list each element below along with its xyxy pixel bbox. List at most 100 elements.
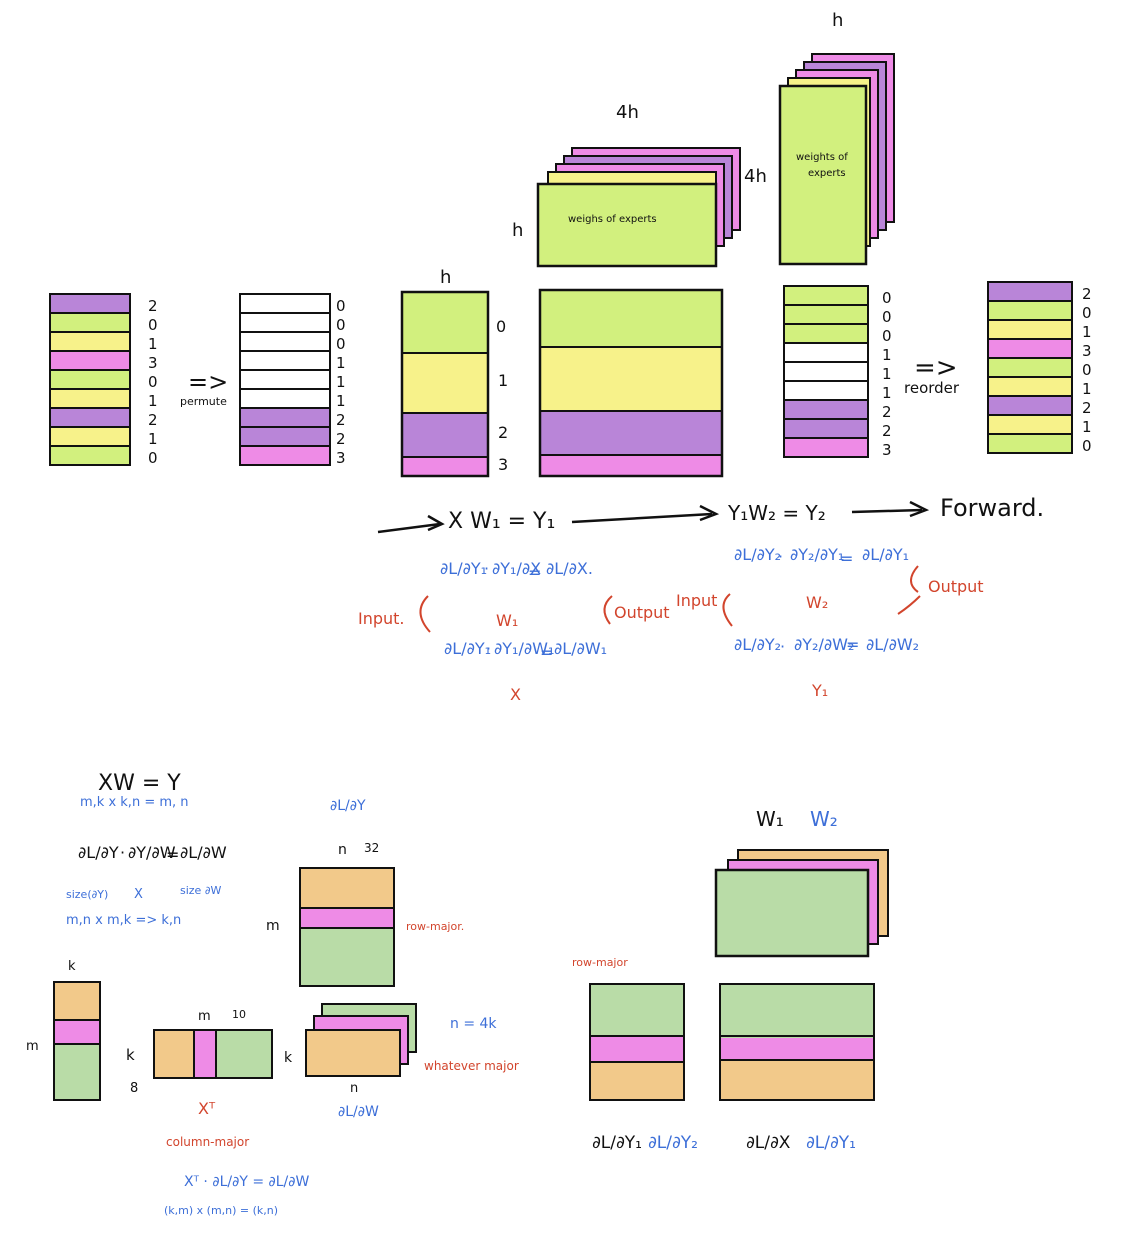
bl-grad-c: ∂L/∂W	[180, 843, 227, 862]
bl-final-dims: (k,m) x (m,n) = (k,n)	[164, 1204, 278, 1217]
token-row	[783, 285, 869, 306]
br-label-3: ∂L/∂X	[746, 1133, 791, 1153]
token-row	[783, 380, 869, 401]
experts-wide-text: weighs of experts	[568, 214, 657, 225]
bl-final-eq: Xᵀ · ∂L/∂Y = ∂L/∂W	[184, 1174, 310, 1190]
bl-grad-b: ∂Y/∂W	[128, 843, 176, 862]
token-index-label: 0	[148, 373, 158, 391]
grad-left-r2a: ∂L/∂Y₁	[444, 639, 491, 658]
bl-k-top: k	[68, 959, 76, 974]
token-row	[987, 319, 1073, 340]
svg-text:·: ·	[778, 547, 783, 566]
token-index-label: 1	[1082, 380, 1092, 398]
bl-s-low: 8	[130, 1081, 138, 1096]
permute-label: permute	[180, 395, 227, 408]
forward-flow	[377, 500, 930, 534]
grad-left-r1c: ∂L/∂X.	[546, 559, 593, 578]
experts-wide-height-label: h	[512, 220, 523, 241]
bl-size-c: size ∂W	[180, 884, 222, 897]
bl-dLdW: ∂L/∂W	[338, 1104, 379, 1120]
grouped-label-0: 0	[496, 317, 506, 336]
token-row	[987, 376, 1073, 397]
token-row	[239, 350, 331, 371]
experts-tall-height-label: 4h	[744, 166, 767, 187]
token-index-label: 1	[882, 346, 892, 364]
token-row	[783, 399, 869, 420]
experts-tall-stack	[778, 53, 895, 266]
grad-right-r1a: ∂L/∂Y₂	[734, 545, 781, 564]
svg-text:=: =	[840, 549, 853, 568]
grouped-label-1: 1	[498, 371, 508, 390]
grouped-h-label: h	[440, 267, 451, 288]
x-column-matrix	[53, 981, 101, 1101]
token-row	[49, 388, 131, 409]
token-index-label: 0	[336, 297, 346, 315]
token-index-label: 0	[882, 327, 892, 345]
token-row	[987, 357, 1073, 378]
experts-tall-text-1: weights of	[796, 152, 848, 163]
grad-left-r2c: ∂L/∂W₁	[554, 639, 607, 658]
token-row	[49, 293, 131, 314]
token-index-label: 0	[1082, 437, 1092, 455]
grad-right-r2u: Y₁	[811, 681, 828, 700]
token-row	[783, 361, 869, 382]
br-right-matrix	[719, 983, 875, 1101]
br-weights-stack	[714, 849, 889, 958]
token-column-input	[49, 293, 131, 466]
svg-text:·: ·	[120, 843, 125, 862]
token-column-reordered	[987, 281, 1073, 454]
group-1-yellow	[402, 354, 488, 412]
svg-text:=: =	[540, 643, 553, 662]
grouped-tokens-block	[400, 290, 490, 478]
grad-right-r1u: W₂	[806, 593, 828, 612]
grouped-label-2: 2	[498, 423, 508, 442]
grad-right-r2a: ∂L/∂Y₂	[734, 635, 781, 654]
token-index-label: 1	[148, 335, 158, 353]
token-row	[783, 437, 869, 458]
bl-n-val: 32	[364, 841, 379, 855]
bl-eq: XW = Y	[98, 771, 181, 796]
bl-dims: m,k x k,n = m, n	[80, 795, 189, 810]
token-index-label: 2	[148, 411, 158, 429]
token-row	[239, 426, 331, 447]
bl-whatever-major: whatever major	[424, 1059, 519, 1073]
br-left-matrix	[589, 983, 685, 1101]
grad-right: ∂L/∂Y₂ · ∂Y₂/∂Y₁ = ∂L/∂Y₁ W₂ ∂L/∂Y₂ · ∂Y…	[676, 545, 984, 700]
token-row	[987, 395, 1073, 416]
token-index-label: 0	[1082, 361, 1092, 379]
bl-m-val: 10	[232, 1008, 246, 1021]
token-row	[987, 338, 1073, 359]
token-index-label: 2	[1082, 399, 1092, 417]
experts-tall-text-2: experts	[808, 168, 846, 179]
token-index-label: 0	[336, 316, 346, 334]
bl-size-b: X	[134, 887, 143, 902]
grad-left-r1a: ∂L/∂Y₁	[440, 559, 487, 578]
br-label-4: ∂L/∂Y₁	[806, 1133, 856, 1153]
token-index-label: 1	[882, 384, 892, 402]
bl-column-major: column-major	[166, 1135, 249, 1149]
grad-left-output: Output	[614, 603, 670, 622]
token-row	[49, 445, 131, 466]
token-row	[49, 350, 131, 371]
token-row	[987, 433, 1073, 454]
token-row	[49, 331, 131, 352]
group-0-green	[402, 292, 488, 352]
experts-wide-width-label: 4h	[616, 102, 639, 123]
token-index-label: 2	[882, 422, 892, 440]
forward-label: Forward.	[940, 494, 1044, 522]
bl-grad-a: ∂L/∂Y	[78, 843, 119, 862]
token-row	[783, 304, 869, 325]
bl-size-a: size(∂Y)	[66, 888, 108, 901]
group-3-pink	[402, 458, 488, 476]
svg-text:=: =	[846, 635, 859, 654]
br-label-1: ∂L/∂Y₁	[592, 1133, 642, 1153]
bl-dLdY: ∂L/∂Y	[330, 798, 366, 814]
token-index-label: 2	[148, 297, 158, 315]
reorder-label: reorder	[904, 379, 960, 397]
grad-right-r1b: ∂Y₂/∂Y₁	[790, 545, 844, 564]
bl-k-mid: k	[126, 1046, 135, 1064]
grad-left-r2u: X	[510, 685, 521, 704]
experts-tall-width-label: h	[832, 10, 843, 31]
